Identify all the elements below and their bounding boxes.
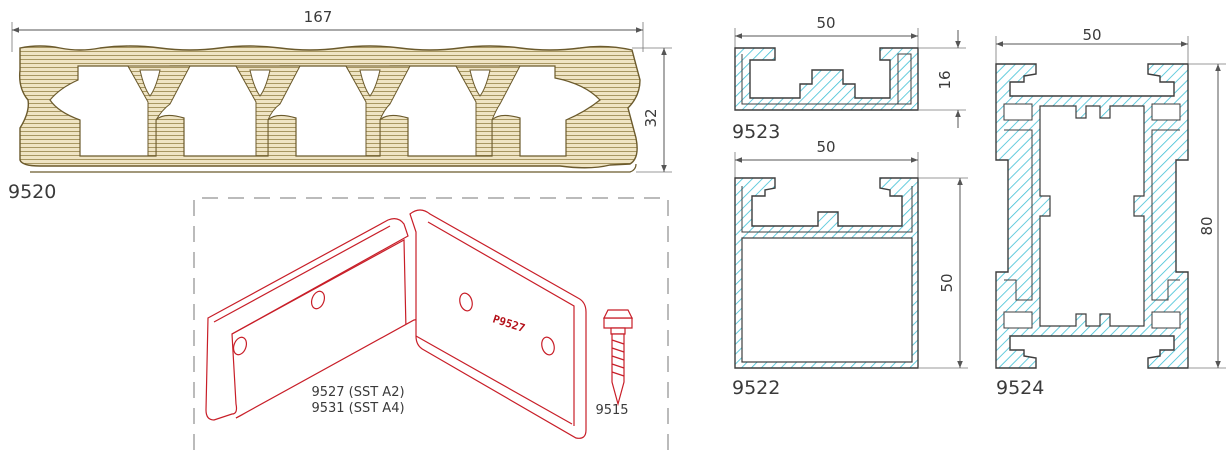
screw-code: 9515 (595, 403, 628, 418)
deck-board-shape (18, 45, 641, 173)
bracket-label-a4: 9531 (SST A4) (311, 401, 404, 416)
width-dimension-label: 50 (816, 14, 835, 32)
height-dimension-label: 16 (936, 70, 954, 89)
profile-code: 9520 (8, 181, 56, 203)
self-drilling-screw (603, 309, 633, 407)
width-dimension-label: 50 (1082, 26, 1101, 44)
height-dimension-label: 50 (938, 273, 956, 292)
profile-code: 9524 (996, 377, 1044, 399)
bracket-label-a2: 9527 (SST A2) (311, 385, 404, 400)
width-dimension-label: 167 (304, 8, 333, 26)
profile-9522: 50 50 9522 (732, 138, 968, 399)
profile-shape (734, 47, 919, 111)
width-dimension-label: 50 (816, 138, 835, 156)
height-dimension-label: 80 (1198, 216, 1216, 235)
profile-9524: 50 80 9524 (995, 26, 1226, 399)
height-dimension-label: 32 (642, 108, 660, 127)
profile-9520: 167 32 9520 (8, 8, 672, 203)
profile-9523: 50 16 9523 (732, 14, 966, 143)
angle-bracket (205, 209, 587, 439)
profile-code: 9522 (732, 377, 780, 399)
profile-code: 9523 (732, 121, 780, 143)
